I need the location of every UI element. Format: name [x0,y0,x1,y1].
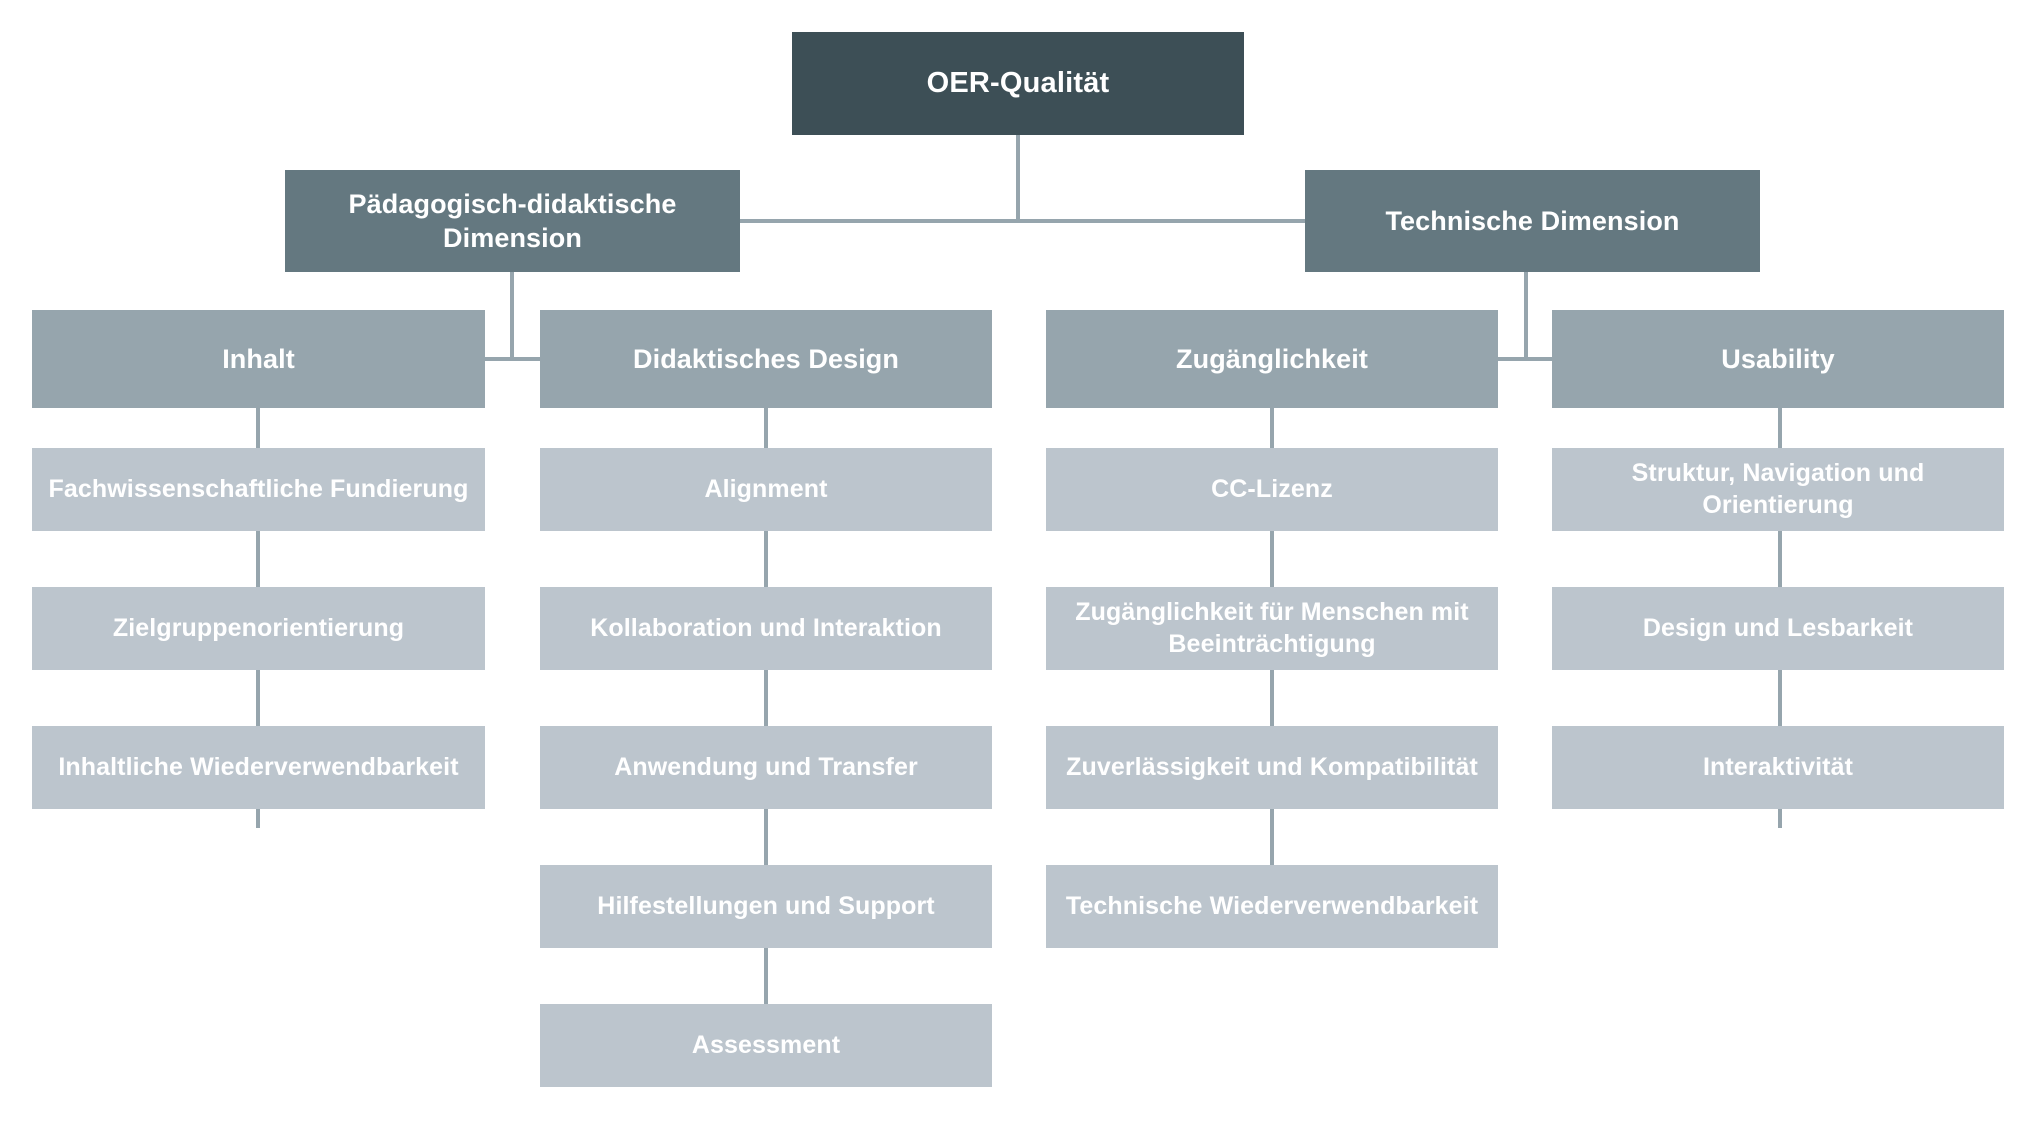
node-category-zugaenglichkeit[interactable]: Zugänglichkeit [1046,310,1498,408]
node-criterion-zugaenglichkeit-fuer-menschen-mit-beeintraechtigung[interactable]: Zugänglichkeit für Menschen mit Beeinträ… [1046,587,1498,670]
node-category-label: Zugänglichkeit [1176,343,1368,374]
node-dimension-label: Pädagogisch-didaktische Dimension [348,188,677,253]
connector-paedagogisch-crossbar [485,357,540,361]
node-criterion-fachwissenschaftliche-fundierung[interactable]: Fachwissenschaftliche Fundierung [32,448,485,531]
node-category-didaktisches-design[interactable]: Didaktisches Design [540,310,992,408]
node-criterion-label: Kollaboration und Interaktion [590,613,942,642]
node-criterion-label: Design und Lesbarkeit [1642,613,1914,642]
node-criterion-label: Zuverlässigkeit und Kompatibilität [1066,752,1478,781]
node-criterion-label: Technische Wiederverwendbarkeit [1065,891,1479,920]
node-criterion-label: Anwendung und Transfer [614,752,918,781]
node-criterion-assessment[interactable]: Assessment [540,1004,992,1087]
node-criterion-interaktivitaet[interactable]: Interaktivität [1552,726,2004,809]
connector-column-zugaenglichkeit [1270,408,1274,932]
node-criterion-label: Hilfestellungen und Support [597,891,935,920]
node-dimension-technische[interactable]: Technische Dimension [1305,170,1760,272]
node-criterion-label: CC-Lizenz [1211,474,1333,503]
connector-dimension-crossbar [740,219,1305,223]
node-criterion-label: Assessment [691,1030,841,1059]
node-criterion-zielgruppenorientierung[interactable]: Zielgruppenorientierung [32,587,485,670]
node-category-label: Inhalt [222,343,295,374]
connector-paedagogisch-stem [510,272,514,359]
connector-technisch-crossbar [1498,357,1554,361]
connector-technisch-stem [1524,272,1528,359]
node-criterion-label: Fachwissenschaftliche Fundierung [48,474,469,503]
node-criterion-anwendung-und-transfer[interactable]: Anwendung und Transfer [540,726,992,809]
node-criterion-label: Alignment [704,474,828,503]
node-category-label: Didaktisches Design [633,343,899,374]
node-criterion-design-und-lesbarkeit[interactable]: Design und Lesbarkeit [1552,587,2004,670]
node-criterion-label: Zielgruppenorientierung [112,613,405,642]
node-criterion-inhaltliche-wiederverwendbarkeit[interactable]: Inhaltliche Wiederverwendbarkeit [32,726,485,809]
connector-column-didaktisches-design [764,408,768,1036]
node-criterion-kollaboration-und-interaktion[interactable]: Kollaboration und Interaktion [540,587,992,670]
node-root-label: OER-Qualität [926,67,1110,100]
node-criterion-technische-wiederverwendbarkeit[interactable]: Technische Wiederverwendbarkeit [1046,865,1498,948]
node-category-usability[interactable]: Usability [1552,310,2004,408]
node-root-oer-qualitaet[interactable]: OER-Qualität [792,32,1244,135]
node-dimension-paedagogisch-didaktische[interactable]: Pädagogisch-didaktische Dimension [285,170,740,272]
node-category-inhalt[interactable]: Inhalt [32,310,485,408]
node-criterion-label: Zugänglichkeit für Menschen mit Beeinträ… [1075,598,1469,658]
node-category-label: Usability [1721,343,1835,374]
node-criterion-hilfestellungen-und-support[interactable]: Hilfestellungen und Support [540,865,992,948]
connector-root-stem [1016,135,1020,221]
node-criterion-label: Struktur, Navigation und Orientierung [1631,459,1925,519]
node-dimension-label: Technische Dimension [1385,205,1680,236]
node-criterion-zuverlaessigkeit-und-kompatibilitaet[interactable]: Zuverlässigkeit und Kompatibilität [1046,726,1498,809]
node-criterion-label: Interaktivität [1702,752,1854,781]
node-criterion-cc-lizenz[interactable]: CC-Lizenz [1046,448,1498,531]
node-criterion-label: Inhaltliche Wiederverwendbarkeit [58,752,459,781]
node-criterion-alignment[interactable]: Alignment [540,448,992,531]
node-criterion-struktur-navigation-und-orientierung[interactable]: Struktur, Navigation und Orientierung [1552,448,2004,531]
